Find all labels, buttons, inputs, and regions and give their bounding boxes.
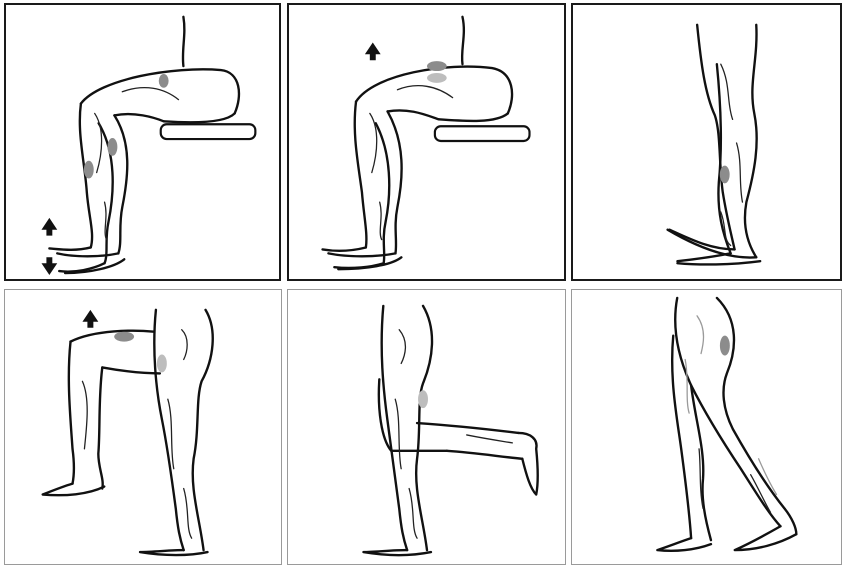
panel-seated-knee-lift <box>287 3 566 281</box>
chair-seat <box>161 124 256 139</box>
standing-knee-flexion-illustration <box>288 290 565 564</box>
standing-leg-back <box>193 310 213 550</box>
lifted-foot <box>518 433 537 495</box>
front-foot <box>735 526 797 550</box>
thigh-muscle-highlight <box>427 61 447 71</box>
muscle-contour <box>168 330 192 538</box>
rear-foot-sole <box>677 261 760 264</box>
panel-standing-knee-flexion <box>287 289 566 565</box>
arrow-down-icon <box>41 257 57 275</box>
rear-shin <box>376 123 389 263</box>
muscle-contour <box>122 88 178 100</box>
standing-leg-front <box>382 306 407 550</box>
thigh-bottom <box>114 114 163 121</box>
rear-leg-outline <box>672 336 691 538</box>
raised-thigh-bottom <box>102 367 160 373</box>
front-foot <box>49 247 90 249</box>
rear-foot <box>677 253 730 261</box>
front-leg-outline <box>697 25 734 250</box>
torso-line <box>462 17 464 64</box>
shin-muscle-highlight <box>84 161 94 179</box>
muscle-contour <box>397 86 452 98</box>
muscle-contour <box>685 316 703 413</box>
rear-foot <box>657 538 711 551</box>
front-foot-sole <box>328 253 395 256</box>
rear-leg-back <box>691 385 711 540</box>
thigh-top <box>81 69 239 113</box>
knee-muscle-highlight <box>108 138 118 156</box>
front-leg-outline <box>675 298 780 526</box>
front-foot <box>323 247 366 250</box>
torso-line <box>183 17 184 66</box>
buttock <box>164 113 235 122</box>
back-leg-outline <box>745 25 757 258</box>
standing-knee-raise-illustration <box>5 290 281 564</box>
standing-foot <box>363 550 431 555</box>
standing-side-view-illustration <box>573 5 840 279</box>
seated-toe-raise-illustration <box>6 5 279 279</box>
bent-shin-top <box>417 423 518 433</box>
calf-muscle-highlight <box>720 166 730 184</box>
panel-standing-side-view <box>571 3 842 281</box>
arrow-up-icon <box>365 42 381 60</box>
muscle-contour <box>95 113 107 239</box>
thigh-muscle-highlight <box>720 336 730 356</box>
muscle-contour <box>82 381 87 449</box>
chair-seat <box>435 126 530 141</box>
forward-stride-illustration <box>572 290 841 564</box>
shin-back <box>114 115 127 253</box>
raised-foot <box>43 484 105 496</box>
hip-muscle-highlight <box>157 355 167 373</box>
panel-seated-toe-raise <box>4 3 281 281</box>
bent-shin-bottom <box>447 451 522 459</box>
standing-leg-back <box>416 306 432 550</box>
raised-shin-front <box>69 342 74 484</box>
seated-knee-lift-illustration <box>289 5 564 279</box>
thigh-bottom <box>388 110 439 119</box>
front-foot-sole <box>57 253 118 256</box>
shin-front <box>355 102 367 248</box>
front-leg-back <box>717 298 796 534</box>
muscle-contour <box>467 435 513 443</box>
panel-standing-knee-raise <box>4 289 282 565</box>
arrow-up-icon <box>82 310 98 328</box>
buttock <box>439 113 508 121</box>
hamstring-muscle-highlight <box>418 390 428 408</box>
muscle-contour <box>721 64 743 245</box>
arrow-up-icon <box>41 218 57 236</box>
panel-forward-stride <box>571 289 842 565</box>
thigh-muscle-highlight <box>159 74 169 88</box>
standing-foot <box>140 550 208 555</box>
raised-shin-back <box>98 367 102 488</box>
thigh-muscle-highlight-light <box>427 73 447 83</box>
thigh-muscle-highlight <box>114 332 134 342</box>
standing-leg-front <box>154 310 183 550</box>
raised-thigh-top <box>71 331 154 342</box>
